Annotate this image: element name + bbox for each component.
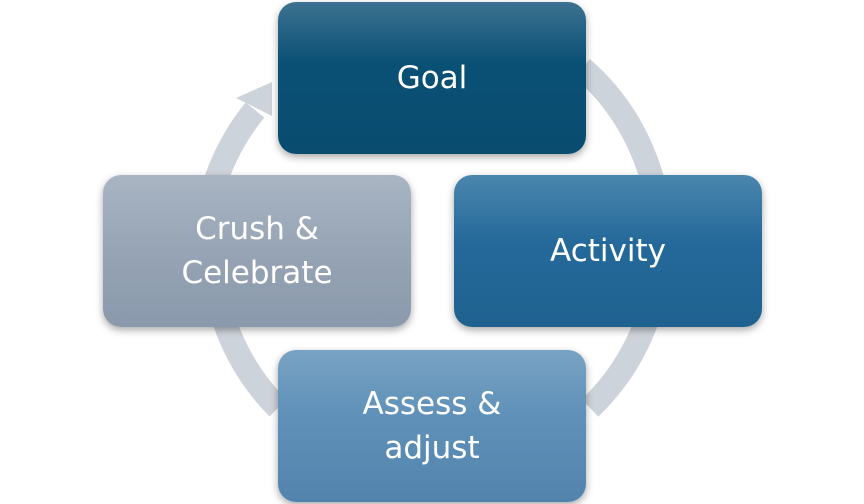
activity-label: Activity <box>550 233 666 269</box>
assess-adjust-label: Assess & adjust <box>362 386 502 466</box>
activity-node: Activity <box>454 175 762 327</box>
cycle-ring-arc <box>212 316 287 417</box>
cycle-arrowhead <box>236 82 272 116</box>
goal-node: Goal <box>278 2 586 154</box>
assess-adjust-node: Assess & adjust <box>278 350 586 502</box>
crush-celebrate-label: Crush & Celebrate <box>181 211 333 291</box>
crush-celebrate-node: Crush & Celebrate <box>103 175 411 327</box>
goal-label: Goal <box>396 60 468 96</box>
cycle-ring-arc <box>204 102 265 185</box>
